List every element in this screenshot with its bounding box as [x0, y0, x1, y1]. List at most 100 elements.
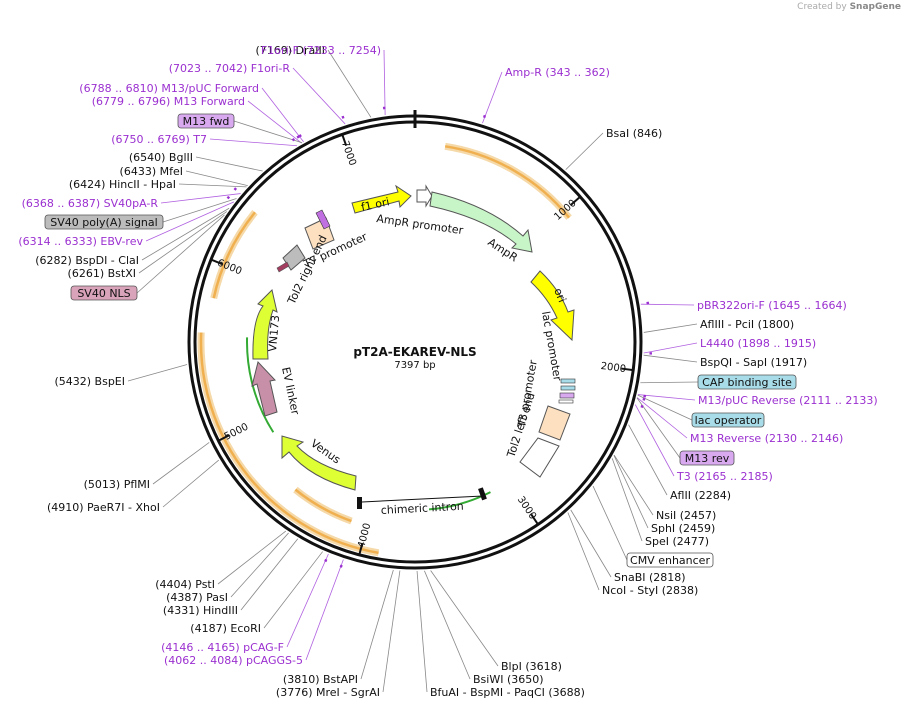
enzyme-connector-BstXI — [138, 211, 227, 274]
primer-label-T7: (6750 .. 6769) T7 — [111, 133, 207, 146]
orf-line-0 — [444, 145, 571, 219]
primer-label-F1ori-R: (7023 .. 7042) F1ori-R — [169, 62, 291, 75]
vn173-arrow — [252, 289, 278, 360]
box-connector-CMV-enhancer — [592, 485, 628, 561]
primer-mark-EBV-rev — [226, 195, 231, 200]
primer-label-M13-pUC-Forward: (6788 .. 6810) M13/pUC Forward — [79, 82, 259, 95]
primer-mark-M13-pUC-Forward — [298, 134, 302, 138]
enzyme-label-HincII-HpaI: (6424) HincII - HpaI — [69, 178, 176, 191]
box-M13-rev — [679, 450, 735, 466]
enzyme-connector-PflMI — [152, 442, 210, 485]
primer-connector-T7 — [209, 138, 298, 147]
enzyme-connector-NsiI — [613, 454, 654, 516]
primer-connector-SV40pA-R — [160, 193, 241, 204]
enzyme-label-MreI-SgrAI: (3776) MreI - SgrAI — [276, 686, 380, 699]
tick-label-3000: 3000 — [515, 494, 538, 521]
enzyme-label-BfuAI-BspMI-PaqCI: BfuAI - BspMI - PaqCI (3688) — [430, 686, 585, 699]
tick-2000 — [621, 367, 634, 372]
primer-mark-pCAG-F — [324, 558, 328, 563]
tick-4000 — [358, 542, 364, 556]
t3-mark — [558, 399, 574, 404]
enzyme-label-BlpI: BlpI (3618) — [501, 660, 562, 673]
tick-label-7000: 7000 — [339, 140, 358, 168]
box-SV40-polyA — [44, 214, 164, 230]
primer-connector-F1ori-R — [292, 67, 346, 125]
orf-line-2 — [199, 332, 379, 555]
enzyme-label-BsaI: BsaI (846) — [606, 127, 662, 140]
enzyme-label-AflIII-PciI: AflIII - PciI (1800) — [700, 318, 794, 331]
enzyme-label-DraIII: (7169) DraIII — [255, 44, 325, 57]
primer-label-Amp-R: Amp-R (343 .. 362) — [505, 66, 610, 79]
box-label-SV40-NLS: SV40 NLS — [77, 287, 130, 300]
box-connector-SV40-polyA — [162, 198, 237, 223]
enzyme-label-BstAPI: (3810) BstAPI — [283, 673, 358, 686]
box-M13-fwd — [177, 113, 235, 129]
enzyme-label-PstI: (4404) PstI — [155, 578, 215, 591]
enzyme-connector-AflIII-PciI — [643, 323, 698, 333]
enzyme-label-PflMI: (5013) PflMI — [84, 478, 150, 491]
enzyme-connector-MreI-SgrAI — [382, 570, 401, 693]
enzyme-connector-BspDI-ClaI — [141, 207, 230, 261]
box-lac-operator — [691, 412, 765, 428]
intron-start-mark — [357, 497, 362, 509]
box-connector-CAP-binding-site — [640, 381, 699, 384]
enzyme-connector-PaeR7I-XhoI — [162, 459, 220, 508]
primer-connector-M13-Forward — [247, 100, 302, 144]
primer-label-M13-pUC-Reverse: M13/pUC Reverse (2111 .. 2133) — [698, 394, 878, 407]
enzyme-label-SphI: SphI (2459) — [651, 522, 715, 535]
tick-6000 — [210, 258, 223, 265]
primer-mark-T3 — [640, 404, 644, 408]
enzyme-connector-SpeI — [611, 458, 643, 542]
enzyme-connector-BspQI-SapI — [643, 354, 698, 363]
box-CAP-binding-site — [697, 374, 797, 390]
cmv-enhancer-box — [519, 437, 560, 478]
primer-connector-pCAGGS-5 — [305, 559, 344, 661]
primer-label-pCAGGS-5: (4062 .. 4084) pCAGGS-5 — [164, 654, 303, 667]
enzyme-label-BspEI: (5432) BspEI — [54, 375, 125, 388]
tick-1000 — [570, 195, 581, 206]
box-connector-lac-operator — [637, 394, 693, 421]
primer-label-SV40pA-R: (6368 .. 6387) SV40pA-R — [22, 197, 159, 210]
enzyme-connector-EcoRI — [263, 551, 323, 629]
enzyme-connector-HindIII — [240, 538, 299, 611]
primer-label-pBR322ori-F: pBR322ori-F (1645 .. 1664) — [697, 299, 847, 312]
enzyme-connector-BspEI — [127, 364, 188, 382]
primer-connector-M13-pUC-Reverse — [637, 394, 696, 401]
enzyme-connector-SphI — [613, 455, 649, 529]
enzyme-label-BsiWI: BsiWI (3650) — [473, 673, 544, 686]
primer-connector-pCAG-F — [286, 553, 329, 648]
plasmid-size: 7397 bp — [394, 360, 435, 371]
box-SV40-NLS — [70, 285, 138, 301]
f1-ori-arrow — [351, 184, 412, 214]
box-label-SV40-polyA: SV40 poly(A) signal — [50, 216, 157, 229]
box-label-M13-rev: M13 rev — [685, 452, 730, 465]
intron-end-mark — [478, 487, 487, 501]
enzyme-connector-MfeI — [185, 170, 248, 186]
enzyme-label-BspQI-SapI: BspQI - SapI (1917) — [700, 356, 807, 369]
plasmid-name: pT2A-EKAREV-NLS — [353, 345, 476, 359]
orf-arcs — [197, 142, 572, 557]
tick-marks — [210, 110, 634, 556]
tick-5000 — [217, 434, 230, 442]
m13-fwd-mark — [315, 209, 331, 230]
enzyme-connector-PasI — [230, 532, 289, 598]
primer-label-M13-Reverse: M13 Reverse (2130 .. 2146) — [690, 432, 843, 445]
box-label-CAP-binding-site: CAP binding site — [702, 376, 792, 389]
primer-connector-EBV-rev — [145, 201, 235, 242]
tick-3000 — [530, 513, 539, 525]
enzyme-connector-AflII — [628, 424, 668, 496]
primer-connector-M13-pUC-Forward — [261, 87, 304, 143]
primer-mark-T7 — [291, 138, 296, 142]
primer-mark-M13-pUC-Reverse — [643, 394, 647, 398]
primer-marks — [226, 106, 653, 568]
primer-label-EBV-rev: (6314 .. 6333) EBV-rev — [18, 235, 143, 248]
ev-linker-arrow — [251, 360, 278, 417]
intron-arc-left — [246, 337, 275, 433]
enzyme-label-AflII: AflII (2284) — [670, 489, 731, 502]
enzyme-label-SnaBI: SnaBI (2818) — [614, 571, 686, 584]
enzyme-connector-NcoI-StyI — [567, 512, 600, 591]
enzyme-connector-HincII-HpaI — [178, 183, 247, 188]
enzyme-label-MfeI: (6433) MfeI — [120, 165, 183, 178]
ampr-promoter-arrow — [416, 184, 433, 208]
